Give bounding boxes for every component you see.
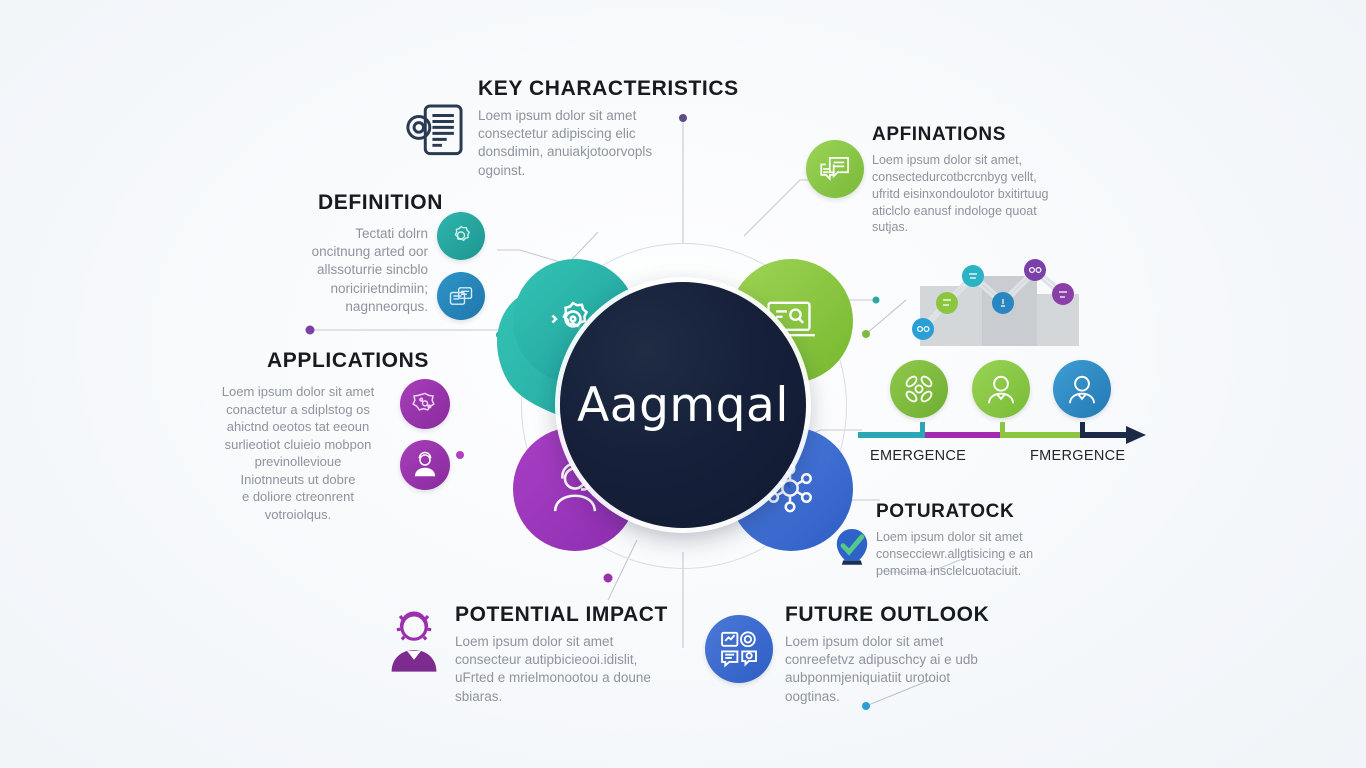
chat-bubbles-chip [806,140,864,198]
section-body: Loem ipsum dolor sit amet conreefetvz ad… [785,634,978,704]
section-title: FUTURE OUTLOOK [785,603,990,626]
molecule-icon [412,392,435,411]
section-affinations: APFINATIONS Loem ipsum dolor sit amet, c… [872,125,1049,236]
section-body: Tectati dolrn oncitnung arted oor allsso… [311,226,428,314]
document-icon [406,104,463,156]
persona-chip-1 [890,360,948,418]
persona-chip-3 [1053,360,1111,418]
hub-core: Aagmqal [560,282,806,528]
section-definition-body: Tectati dolrn oncitnung arted oor allsso… [268,225,428,316]
section-body: Loem ipsum dolor sit amet, consectedurco… [872,152,1049,235]
center-hub: Aagmqal [483,205,883,605]
hub-outer-ring [521,243,847,569]
section-applications-body: Loem ipsum dolor sit amet conactetur a s… [208,383,388,523]
hub-title: Aagmqal [577,377,789,433]
timeline-axis [858,422,1146,444]
person-filled-icon [414,451,436,477]
section-potential-impact: POTENTIAL IMPACT Loem ipsum dolor sit am… [455,603,668,706]
section-title: APPLICATIONS [267,349,429,372]
timeline-label: EMERGENCE [870,448,967,464]
network-buildings-graphic [912,259,1079,346]
applications-person-chip [400,440,450,490]
badge-check-icon [836,529,868,565]
person-head-icon [988,375,1014,404]
section-definition: DEFINITION [318,191,443,214]
section-title: POTURATOCK [876,501,1015,522]
gear-icon [454,225,471,242]
timeline-label: FMERGENCE [1030,448,1126,464]
dashboard-quad-icon [721,631,757,668]
section-poturatock: POTURATOCK Loem ipsum dolor sit amet con… [876,502,1033,580]
section-future-outlook: FUTURE OUTLOOK Loem ipsum dolor sit amet… [785,603,990,706]
section-applications: APPLICATIONS [267,349,429,372]
section-title: APFINATIONS [872,124,1006,145]
persona-chip-2 [972,360,1030,418]
section-title: KEY CHARACTERISTICS [478,77,739,100]
section-body: Loem ipsum dolor sit amet consectetur ad… [478,108,653,178]
section-title: DEFINITION [318,191,443,214]
section-body: Loem ipsum dolor sit amet conactetur a s… [221,384,375,522]
section-body: Loem ipsum dolor sit amet consecteur aut… [455,634,651,704]
definition-card-chip [437,272,485,320]
person-outline-icon [391,611,437,672]
definition-gear-chip [437,212,485,260]
section-body: Loem ipsum dolor sit amet consecciewr.al… [876,529,1034,578]
card-stack-icon [449,287,473,305]
section-key-characteristics: KEY CHARACTERISTICS Loem ipsum dolor sit… [478,77,739,180]
dashboard-quad-chip [705,615,773,683]
section-title: POTENTIAL IMPACT [455,603,668,626]
applications-molecule-chip [400,379,450,429]
flower-network-icon [905,375,933,403]
person-head-icon [1069,375,1095,404]
chat-bubbles-icon [820,157,849,181]
